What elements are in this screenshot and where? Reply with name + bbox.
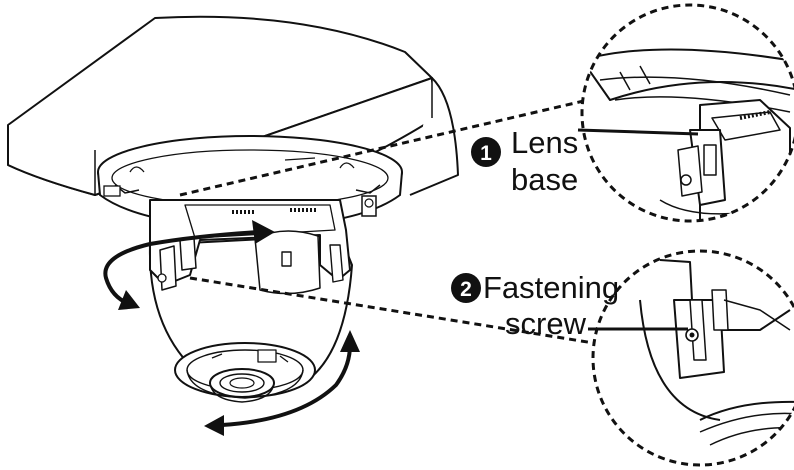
arrowhead-tilt-up — [340, 330, 360, 352]
arrowhead-pan-right — [252, 220, 275, 244]
arrowhead-pan-left — [118, 290, 140, 310]
pointer-lens-base — [577, 128, 699, 136]
callout-number: 1 — [480, 142, 492, 165]
callout-label-line1: Fastening — [483, 270, 619, 305]
callout-number-badge — [471, 137, 501, 167]
callout-number: 2 — [460, 278, 472, 301]
callout-label-line2: screw — [505, 306, 587, 341]
zoom-detail-fastening-screw — [591, 249, 794, 467]
callout-fastening-screw: 2 Fastening screw — [451, 270, 619, 341]
zoom-leader-lines — [179, 98, 607, 347]
rotation-arrow-tilt — [220, 343, 352, 427]
callout-number-badge — [451, 273, 481, 303]
callout-label-line2: base — [511, 162, 578, 197]
callout-label-line1: Lens — [511, 125, 578, 160]
callout-lens-base: 1 Lens base — [471, 125, 578, 197]
rotation-arrow-horizontal — [103, 230, 260, 306]
arrowhead-tilt-left — [204, 415, 224, 436]
camera-body — [148, 199, 353, 403]
zoom-detail-lens-base — [580, 3, 794, 223]
